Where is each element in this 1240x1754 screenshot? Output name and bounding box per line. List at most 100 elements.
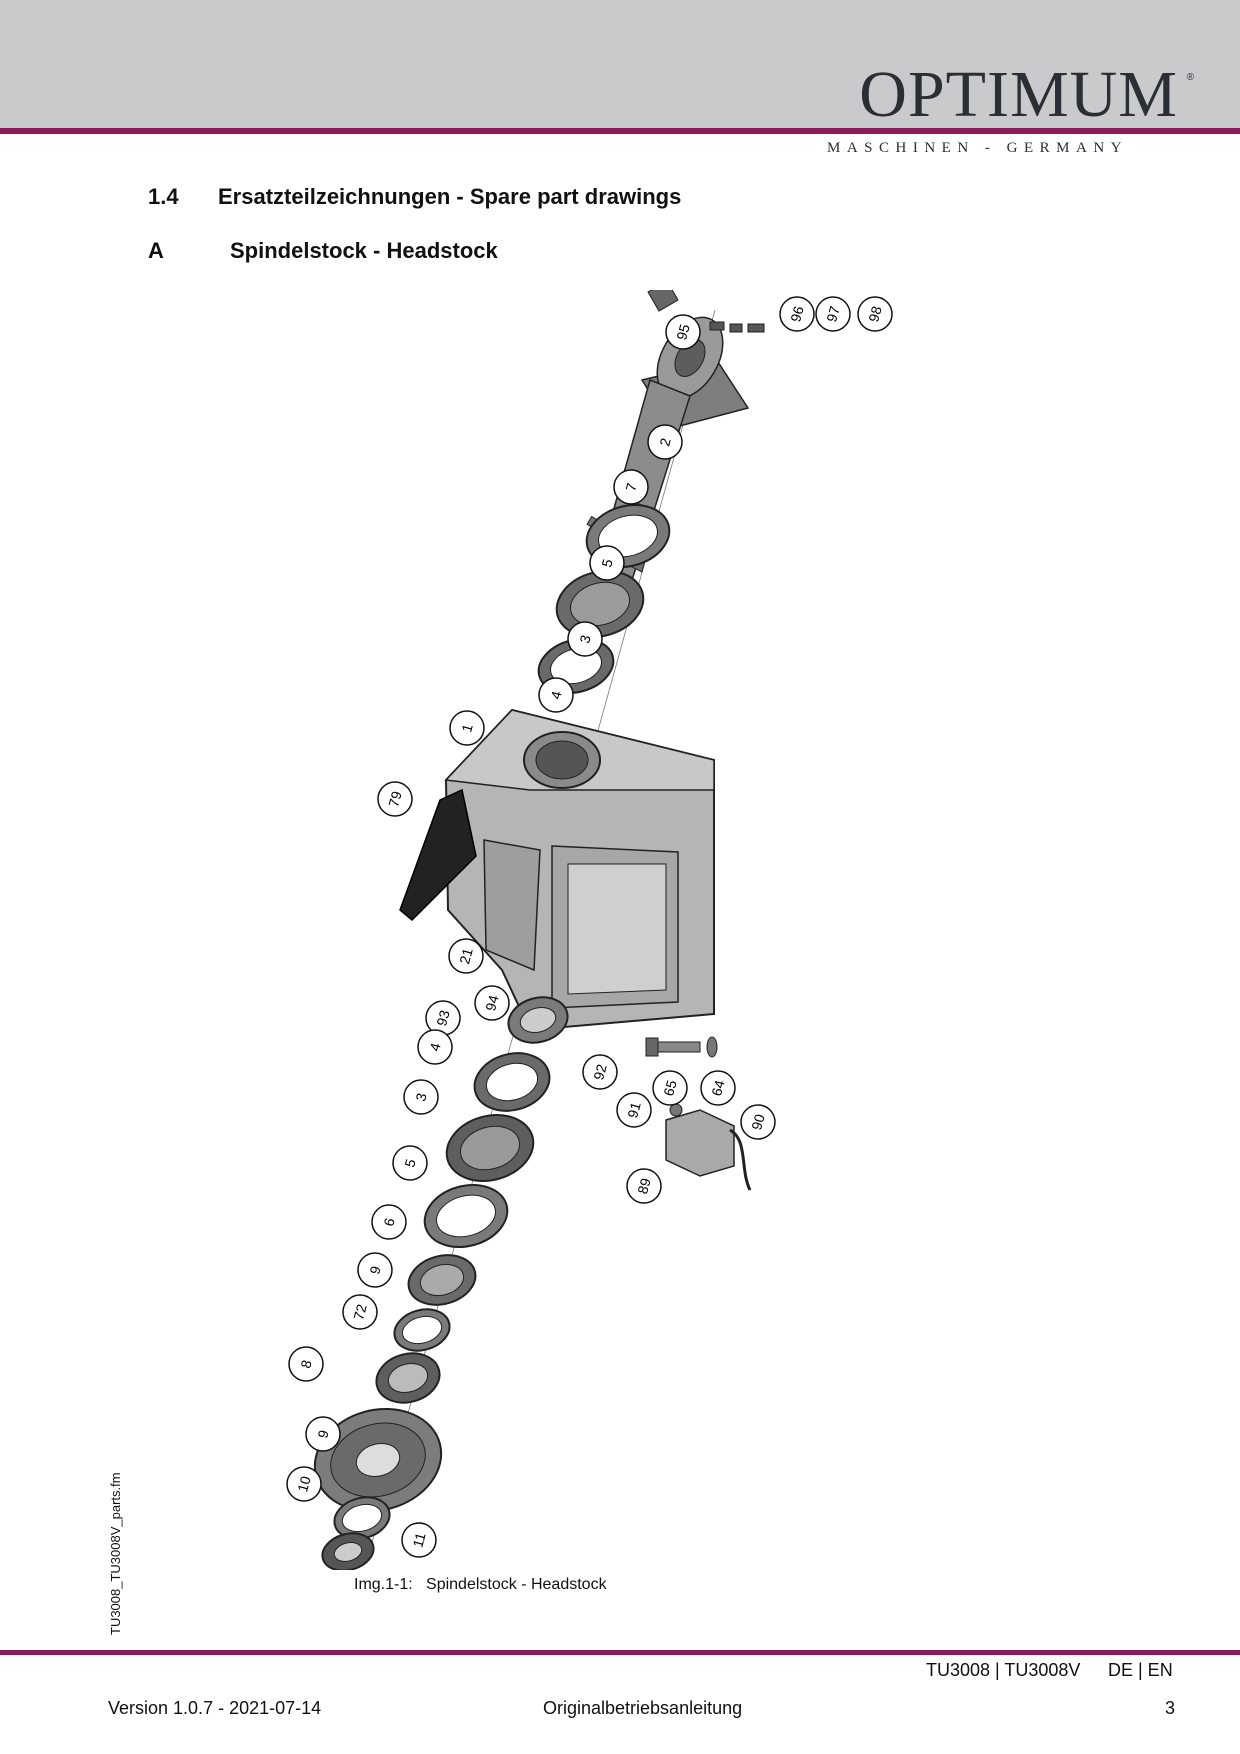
callout-number: 92 [590,1062,610,1081]
logo-tagline: MASCHINEN - GERMANY [827,140,1129,156]
callout-circle [538,677,574,713]
section-title: Ersatzteilzeichnungen - Spare part drawi… [218,184,682,209]
callout-number: 1 [458,722,476,734]
footer-doc-type: Originalbetriebsanleitung [543,1698,743,1718]
callout-65: 65 [652,1070,688,1106]
callout-5: 5 [392,1145,428,1181]
callout-circle [582,1054,618,1090]
callout-21: 21 [448,938,484,974]
callout-95: 95 [665,314,701,350]
callout-number: 89 [634,1176,654,1195]
callout-circle [779,296,815,332]
callout-6: 6 [371,1204,407,1240]
callout-97: 97 [815,296,851,332]
callout-circle [616,1092,652,1128]
callout-number: 8 [297,1358,315,1370]
callout-circle [342,1294,378,1330]
callout-number: 2 [656,436,674,448]
upper-rings [537,504,671,694]
callout-9: 9 [305,1416,341,1452]
callout-circle [474,985,510,1021]
callout-94: 94 [474,985,510,1021]
bracket-89-91 [665,1103,752,1191]
callout-7: 7 [613,469,649,505]
callout-number: 64 [708,1078,728,1097]
callout-2: 2 [647,424,683,460]
logo-brand-text: OPTIMUM [859,58,1178,131]
callout-circle [626,1168,662,1204]
lower-stack [313,996,569,1570]
logo-registered-mark: ® [1186,72,1194,83]
callout-number: 79 [385,789,405,808]
callout-number: 9 [366,1264,384,1276]
footer-page-number: 3 [1165,1698,1176,1718]
figure-caption: Img.1-1: Spindelstock - Headstock [354,1576,607,1594]
callout-92: 92 [582,1054,618,1090]
optimum-logo: OPTIMUM ® [818,58,1194,132]
screws-96-98 [709,321,765,333]
callout-circle [288,1346,324,1382]
callout-89: 89 [626,1168,662,1204]
callout-96: 96 [779,296,815,332]
callout-number: 7 [622,481,640,493]
callout-number: 95 [673,322,693,341]
headstock-housing [444,708,715,1032]
footer-accent-line [0,1650,1240,1655]
subsection-title: Spindelstock - Headstock [230,238,498,263]
callout-circle [448,938,484,974]
callout-circle [371,1204,407,1240]
section-number: 1.4 [148,184,179,209]
callout-circle [647,424,683,460]
callout-number: 90 [748,1112,768,1131]
callout-4: 4 [417,1029,453,1065]
header-accent-line [0,128,1240,134]
callout-1: 1 [449,710,485,746]
callout-number: 4 [547,689,565,701]
footer-models: TU3008 | TU3008V [926,1660,1081,1680]
callout-number: 98 [865,304,885,323]
callout-3: 3 [567,621,603,657]
callout-number: 3 [412,1091,430,1103]
caption-text: Spindelstock - Headstock [426,1576,607,1593]
callout-4: 4 [538,677,574,713]
bolt-65-64 [645,1036,718,1058]
callout-number: 9 [314,1428,332,1440]
callout-10: 10 [286,1466,322,1502]
callout-number: 91 [624,1100,644,1119]
callout-circle [613,469,649,505]
callout-circle [665,314,701,350]
callout-circle [357,1252,393,1288]
callout-90: 90 [740,1104,776,1140]
callout-number: 4 [426,1041,444,1053]
callout-number: 3 [576,633,594,645]
gasket-part [399,788,477,922]
callout-circle [589,545,625,581]
callout-circle [305,1416,341,1452]
callout-circle [286,1466,322,1502]
callout-72: 72 [342,1294,378,1330]
callout-circle [392,1145,428,1181]
source-file-label: TU3008_TU3008V_parts.fm [108,1472,123,1635]
callout-91: 91 [616,1092,652,1128]
callout-number: 11 [409,1531,428,1549]
callout-number: 65 [660,1078,680,1097]
callout-circle [567,621,603,657]
callout-circle [403,1079,439,1115]
callout-3: 3 [403,1079,439,1115]
callout-number: 96 [787,304,807,323]
header-band [0,0,1240,128]
callout-number: 5 [401,1157,419,1169]
callout-5: 5 [589,545,625,581]
callout-11: 11 [401,1522,437,1558]
callout-number: 10 [294,1474,314,1493]
callout-circle [652,1070,688,1106]
callout-64: 64 [700,1070,736,1106]
callout-number: 94 [482,993,502,1012]
callout-number: 72 [350,1302,370,1321]
footer-version: Version 1.0.7 - 2021-07-14 [108,1698,322,1718]
callout-circle [857,296,893,332]
callout-circle [815,296,851,332]
callout-8: 8 [288,1346,324,1382]
